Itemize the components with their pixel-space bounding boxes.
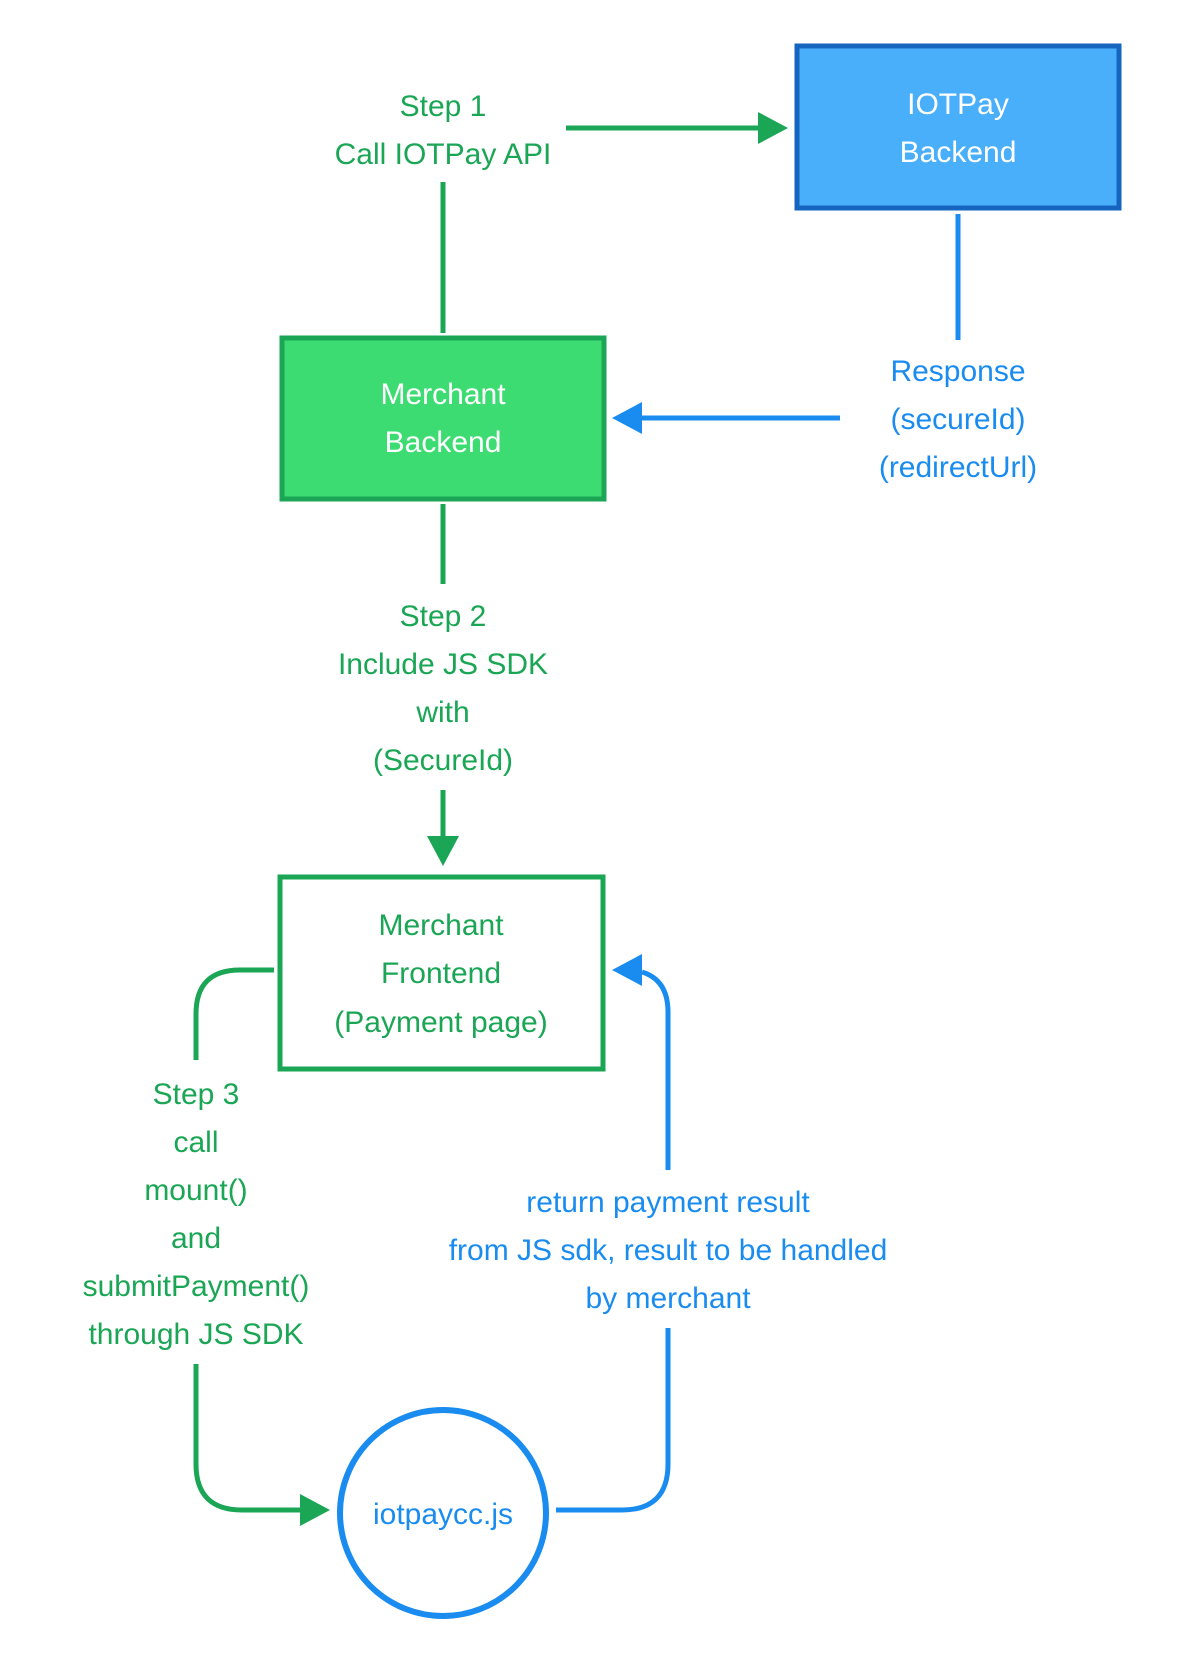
response-arrowhead — [612, 402, 642, 434]
return-result-arrow-line — [641, 969, 671, 1170]
step2-label-line1: Step 2 — [400, 600, 487, 633]
step3-label-line2: call — [173, 1126, 218, 1159]
step3-connector — [193, 967, 274, 1060]
response-label-line2: (secureId) — [890, 403, 1025, 436]
step3-arrowhead — [300, 1494, 330, 1526]
merchant-backend-node: Merchant Backend — [279, 335, 607, 502]
iotpay-backend-box — [794, 43, 1122, 211]
step3-edge: Step 3 call mount() and submitPayment() … — [83, 967, 330, 1526]
merchant-backend-label-line2: Backend — [385, 426, 502, 459]
return-result-label-line1: return payment result — [526, 1186, 810, 1219]
merchant-backend-box — [279, 335, 607, 502]
step3-label-line3: mount() — [144, 1174, 247, 1207]
iotpaycc-label: iotpaycc.js — [373, 1498, 513, 1531]
step3-label-line1: Step 3 — [153, 1078, 240, 1111]
step3-arrow-line — [193, 1364, 302, 1513]
step2-label-line4: (SecureId) — [373, 744, 513, 777]
iotpay-backend-label-line2: Backend — [900, 136, 1017, 169]
return-result-edge: return payment result from JS sdk, resul… — [449, 954, 888, 1513]
return-result-label-line3: by merchant — [585, 1282, 751, 1315]
merchant-frontend-node: Merchant Frontend (Payment page) — [277, 874, 606, 1072]
step2-arrowhead — [427, 836, 459, 866]
response-label-line3: (redirectUrl) — [879, 451, 1037, 484]
step3-label-line5: submitPayment() — [83, 1270, 310, 1303]
step1-label-line1: Step 1 — [400, 90, 487, 123]
response-edge: Response (secureId) (redirectUrl) — [612, 214, 1037, 484]
return-result-arrowhead — [612, 954, 642, 986]
step1-arrowhead — [758, 112, 788, 144]
merchant-frontend-box — [277, 874, 606, 1072]
step3-label-line6: through JS SDK — [88, 1318, 303, 1351]
merchant-frontend-label-line2: Frontend — [381, 957, 501, 990]
iotpaycc-circle — [337, 1407, 549, 1619]
step2-edge: Step 2 Include JS SDK with (SecureId) — [338, 504, 548, 866]
step1-label-line2: Call IOTPay API — [335, 138, 552, 171]
response-label-line1: Response — [890, 355, 1025, 388]
merchant-frontend-label-line3: (Payment page) — [334, 1006, 547, 1039]
step3-label-line4: and — [171, 1222, 221, 1255]
iotpay-backend-node: IOTPay Backend — [794, 43, 1122, 211]
step2-label-line3: with — [415, 696, 469, 729]
iotpaycc-node: iotpaycc.js — [337, 1407, 549, 1619]
step1-edge: Step 1 Call IOTPay API — [335, 90, 788, 333]
iotpay-backend-label-line1: IOTPay — [907, 88, 1009, 121]
step2-label-line2: Include JS SDK — [338, 648, 548, 681]
merchant-backend-label-line1: Merchant — [380, 378, 506, 411]
return-result-connector — [556, 1328, 671, 1513]
return-result-label-line2: from JS sdk, result to be handled — [449, 1234, 888, 1267]
merchant-frontend-label-line1: Merchant — [378, 909, 504, 942]
